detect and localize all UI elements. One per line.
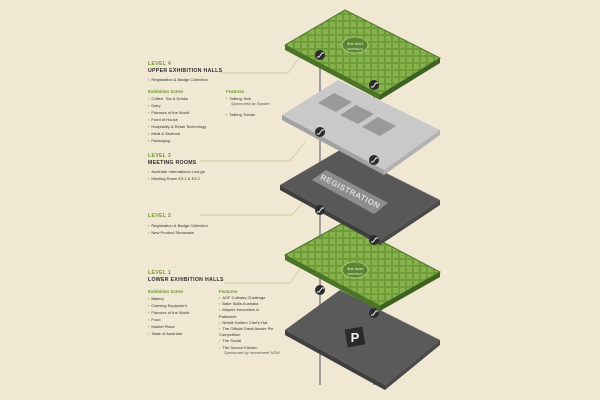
level-1-title: LOWER EXHIBITION HALLS [148,276,224,283]
level-4-top-list: ›Registration & Badge Collection [148,76,208,83]
level-3-number: LEVEL 3 [148,153,172,159]
list-item: ›Coffee, Tea & Drinks [148,96,188,101]
escalator-icon [315,285,325,295]
list-item: ›New Product Showcase [148,230,194,235]
level-1-features-list: ›AGF Culinary Challenge ›Bake Skills Aus… [219,295,280,355]
list-item: ›AGF Culinary Challenge [219,295,266,300]
list-item: ›Bake Skills Australia [219,301,259,307]
level-1-features-heading: Features [219,289,238,294]
list-item: ›Registration & Badge Collection [148,223,208,228]
list-item: ›Dairy [148,103,161,108]
level-4-board: fine food AUSTRALIA [283,9,442,100]
escalator-icon [315,127,325,137]
escalator-icon [369,80,379,90]
list-item: ›Mayers Innovation in Patisserie [219,307,260,319]
list-item: ›The Social [219,338,242,344]
level-4-title: UPPER EXHIBITION HALLS [148,67,223,74]
list-item: ›Nestlé Golden Chef's Hat [219,319,268,325]
level-1-number: LEVEL 1 [148,270,172,276]
escalator-icons [315,50,379,318]
escalator-icon [369,155,379,165]
level-4-number: LEVEL 4 [148,61,172,67]
sponsor-text: Sponsored by Square [231,101,270,106]
level-2-number: LEVEL 2 [148,213,172,219]
list-item: ›Food [148,317,161,322]
list-item: ›Meat & Seafood [148,131,181,136]
list-item: ›Taste of Australia [148,331,182,336]
list-item: ›Talking Trends [226,111,256,117]
list-item: ›Catering Equipment [148,303,187,308]
list-item: ›The Official Great Aussie Pie Competiti… [219,326,274,338]
level-1-board: fine food AUSTRALIA [283,221,442,311]
escalator-icon [369,235,379,245]
list-item: ›Registration & Badge Collection [148,77,208,82]
sponsor-text: Sponsored by Investment NSW [224,349,280,355]
label-leader-lines [200,49,306,284]
escalator-icon [369,308,379,318]
board-logo-text: fine food [347,266,362,271]
list-item: ›Flavours of the World [148,110,190,115]
board-logo-subtext: AUSTRALIA [347,47,363,51]
level-4-features-heading: Features [226,89,245,94]
escalator-icon [315,50,325,60]
list-item: ›Market Place [148,324,175,329]
level-2-registration-slab: REGISTRATION [280,150,440,245]
list-item: ›Hospitality & Retail Technology [148,124,207,129]
list-item: ›Bakery [148,296,164,301]
level-1-parking-slab: P [285,290,440,390]
level-4-heading: LEVEL 4 UPPER EXHIBITION HALLS [148,61,222,74]
parking-glyph: P [351,330,360,345]
board-logo-subtext: AUSTRALIA [347,272,363,276]
list-item: ›Austrade International Lounge [148,169,205,174]
level-1-heading: LEVEL 1 LOWER EXHIBITION HALLS [148,270,224,283]
parking-icon: P [344,326,366,348]
level-1-zones-heading: Exhibition Zones [148,289,184,294]
level-2-heading: LEVEL 2 [148,213,171,220]
level-1-zones-list: ›Bakery ›Catering Equipment ›Flavours of… [148,295,189,337]
level-4-zones-heading: Exhibition Zones [148,89,184,94]
board-logo-text: fine food [347,41,362,46]
level-3-meeting-slab [282,80,440,175]
level-3-list: ›Austrade International Lounge ›Meeting … [148,168,205,182]
list-item: ›Packaging [148,138,171,143]
escalator-icon [315,205,325,215]
level-3-heading: LEVEL 3 MEETING ROOMS [148,153,197,166]
list-item: ›Meeting Room E3.1 & E3.2 [148,176,200,181]
level-3-title: MEETING ROOMS [148,159,197,166]
list-item: ›Front of House [148,117,178,122]
level-2-list: ›Registration & Badge Collection ›New Pr… [148,222,208,236]
level-4-zones-list: ›Coffee, Tea & Drinks ›Dairy ›Flavours o… [148,95,206,144]
list-item: ›Flavours of the World [148,310,190,315]
